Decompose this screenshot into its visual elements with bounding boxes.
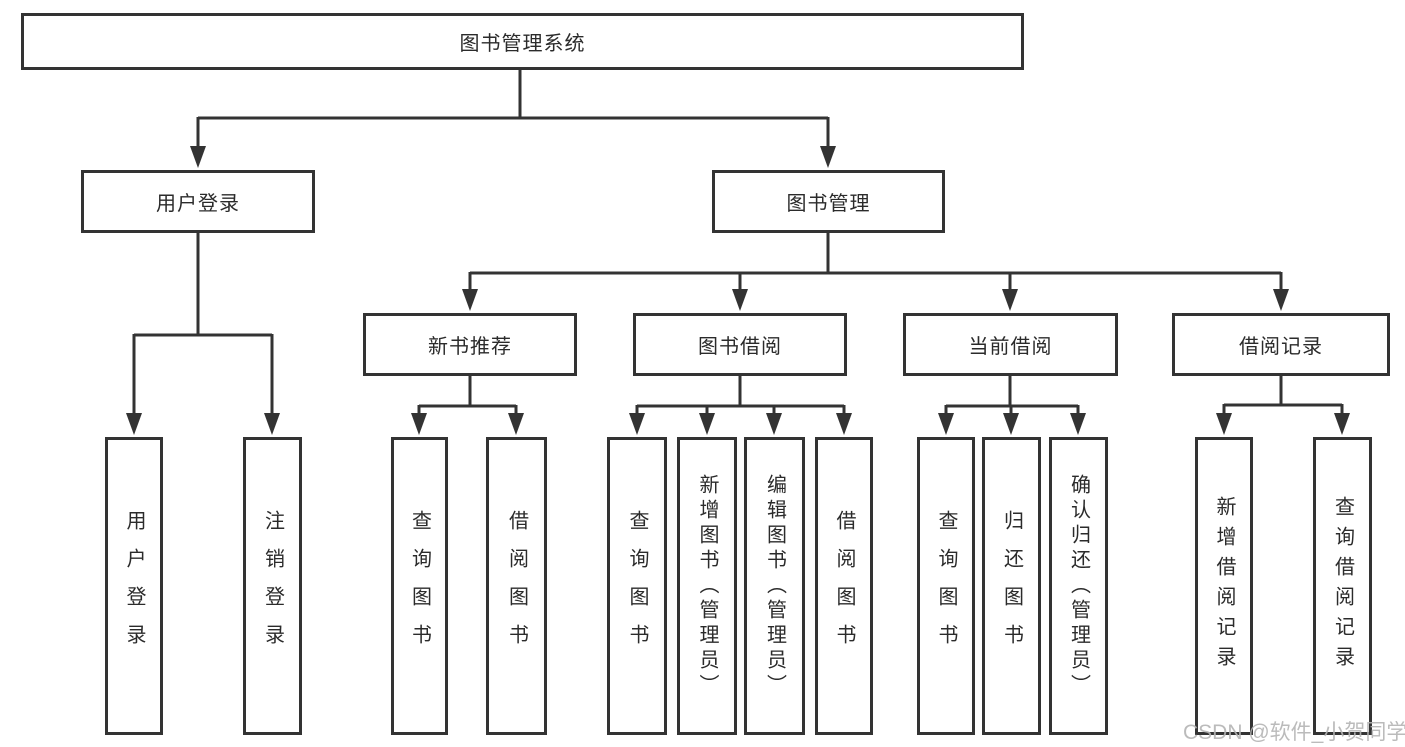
leaf-borrow-query-book: 查询图书 — [607, 437, 667, 735]
leaf-confirm-return-admin: 确认归还（管理员） — [1049, 437, 1108, 735]
leaf-current-query-book: 查询图书 — [917, 437, 975, 735]
leaf-recommend-query-book-label: 查询图书 — [408, 510, 431, 662]
leaf-logout: 注销登录 — [243, 437, 302, 735]
node-borrow-record-label: 借阅记录 — [1239, 336, 1323, 358]
leaf-return-book: 归还图书 — [982, 437, 1041, 735]
node-book-borrow-label: 图书借阅 — [698, 336, 782, 358]
leaf-borrow-book-label: 借阅图书 — [833, 510, 855, 662]
node-root-label: 图书管理系统 — [459, 33, 586, 55]
leaf-user-login: 用户登录 — [105, 437, 163, 735]
node-book-management-label: 图书管理 — [786, 193, 871, 215]
watermark: CSDN @软件_小贺同学 — [1183, 721, 1405, 744]
node-root: 图书管理系统 — [21, 13, 1024, 70]
leaf-query-borrow-record: 查询借阅记录 — [1313, 437, 1372, 735]
node-book-borrow: 图书借阅 — [633, 313, 847, 376]
node-borrow-record: 借阅记录 — [1172, 313, 1390, 376]
node-new-book-recommend-label: 新书推荐 — [428, 336, 512, 358]
leaf-add-book-admin: 新增图书（管理员） — [677, 437, 737, 735]
leaf-confirm-return-admin-label: 确认归还（管理员） — [1067, 473, 1090, 699]
leaf-user-login-label: 用户登录 — [123, 510, 145, 662]
node-user-login-label: 用户登录 — [156, 193, 240, 215]
leaf-recommend-borrow-book: 借阅图书 — [486, 437, 547, 735]
leaf-return-book-label: 归还图书 — [1000, 510, 1023, 662]
leaf-query-borrow-record-label: 查询借阅记录 — [1331, 496, 1354, 676]
node-current-borrow-label: 当前借阅 — [968, 336, 1053, 358]
leaf-current-query-book-label: 查询图书 — [935, 510, 957, 662]
leaf-edit-book-admin: 编辑图书（管理员） — [744, 437, 805, 735]
node-user-login: 用户登录 — [81, 170, 315, 233]
arrowheads — [126, 146, 1350, 435]
leaf-recommend-borrow-book-label: 借阅图书 — [505, 510, 528, 662]
leaf-logout-label: 注销登录 — [261, 510, 284, 662]
leaf-recommend-query-book: 查询图书 — [391, 437, 448, 735]
leaf-add-borrow-record-label: 新增借阅记录 — [1213, 496, 1235, 676]
node-current-borrow: 当前借阅 — [903, 313, 1118, 376]
leaf-borrow-book: 借阅图书 — [815, 437, 873, 735]
leaf-borrow-query-book-label: 查询图书 — [626, 510, 648, 662]
leaf-edit-book-admin-label: 编辑图书（管理员） — [763, 473, 786, 699]
node-book-management: 图书管理 — [712, 170, 945, 233]
leaf-add-book-admin-label: 新增图书（管理员） — [696, 473, 718, 699]
node-new-book-recommend: 新书推荐 — [363, 313, 577, 376]
leaf-add-borrow-record: 新增借阅记录 — [1195, 437, 1253, 735]
